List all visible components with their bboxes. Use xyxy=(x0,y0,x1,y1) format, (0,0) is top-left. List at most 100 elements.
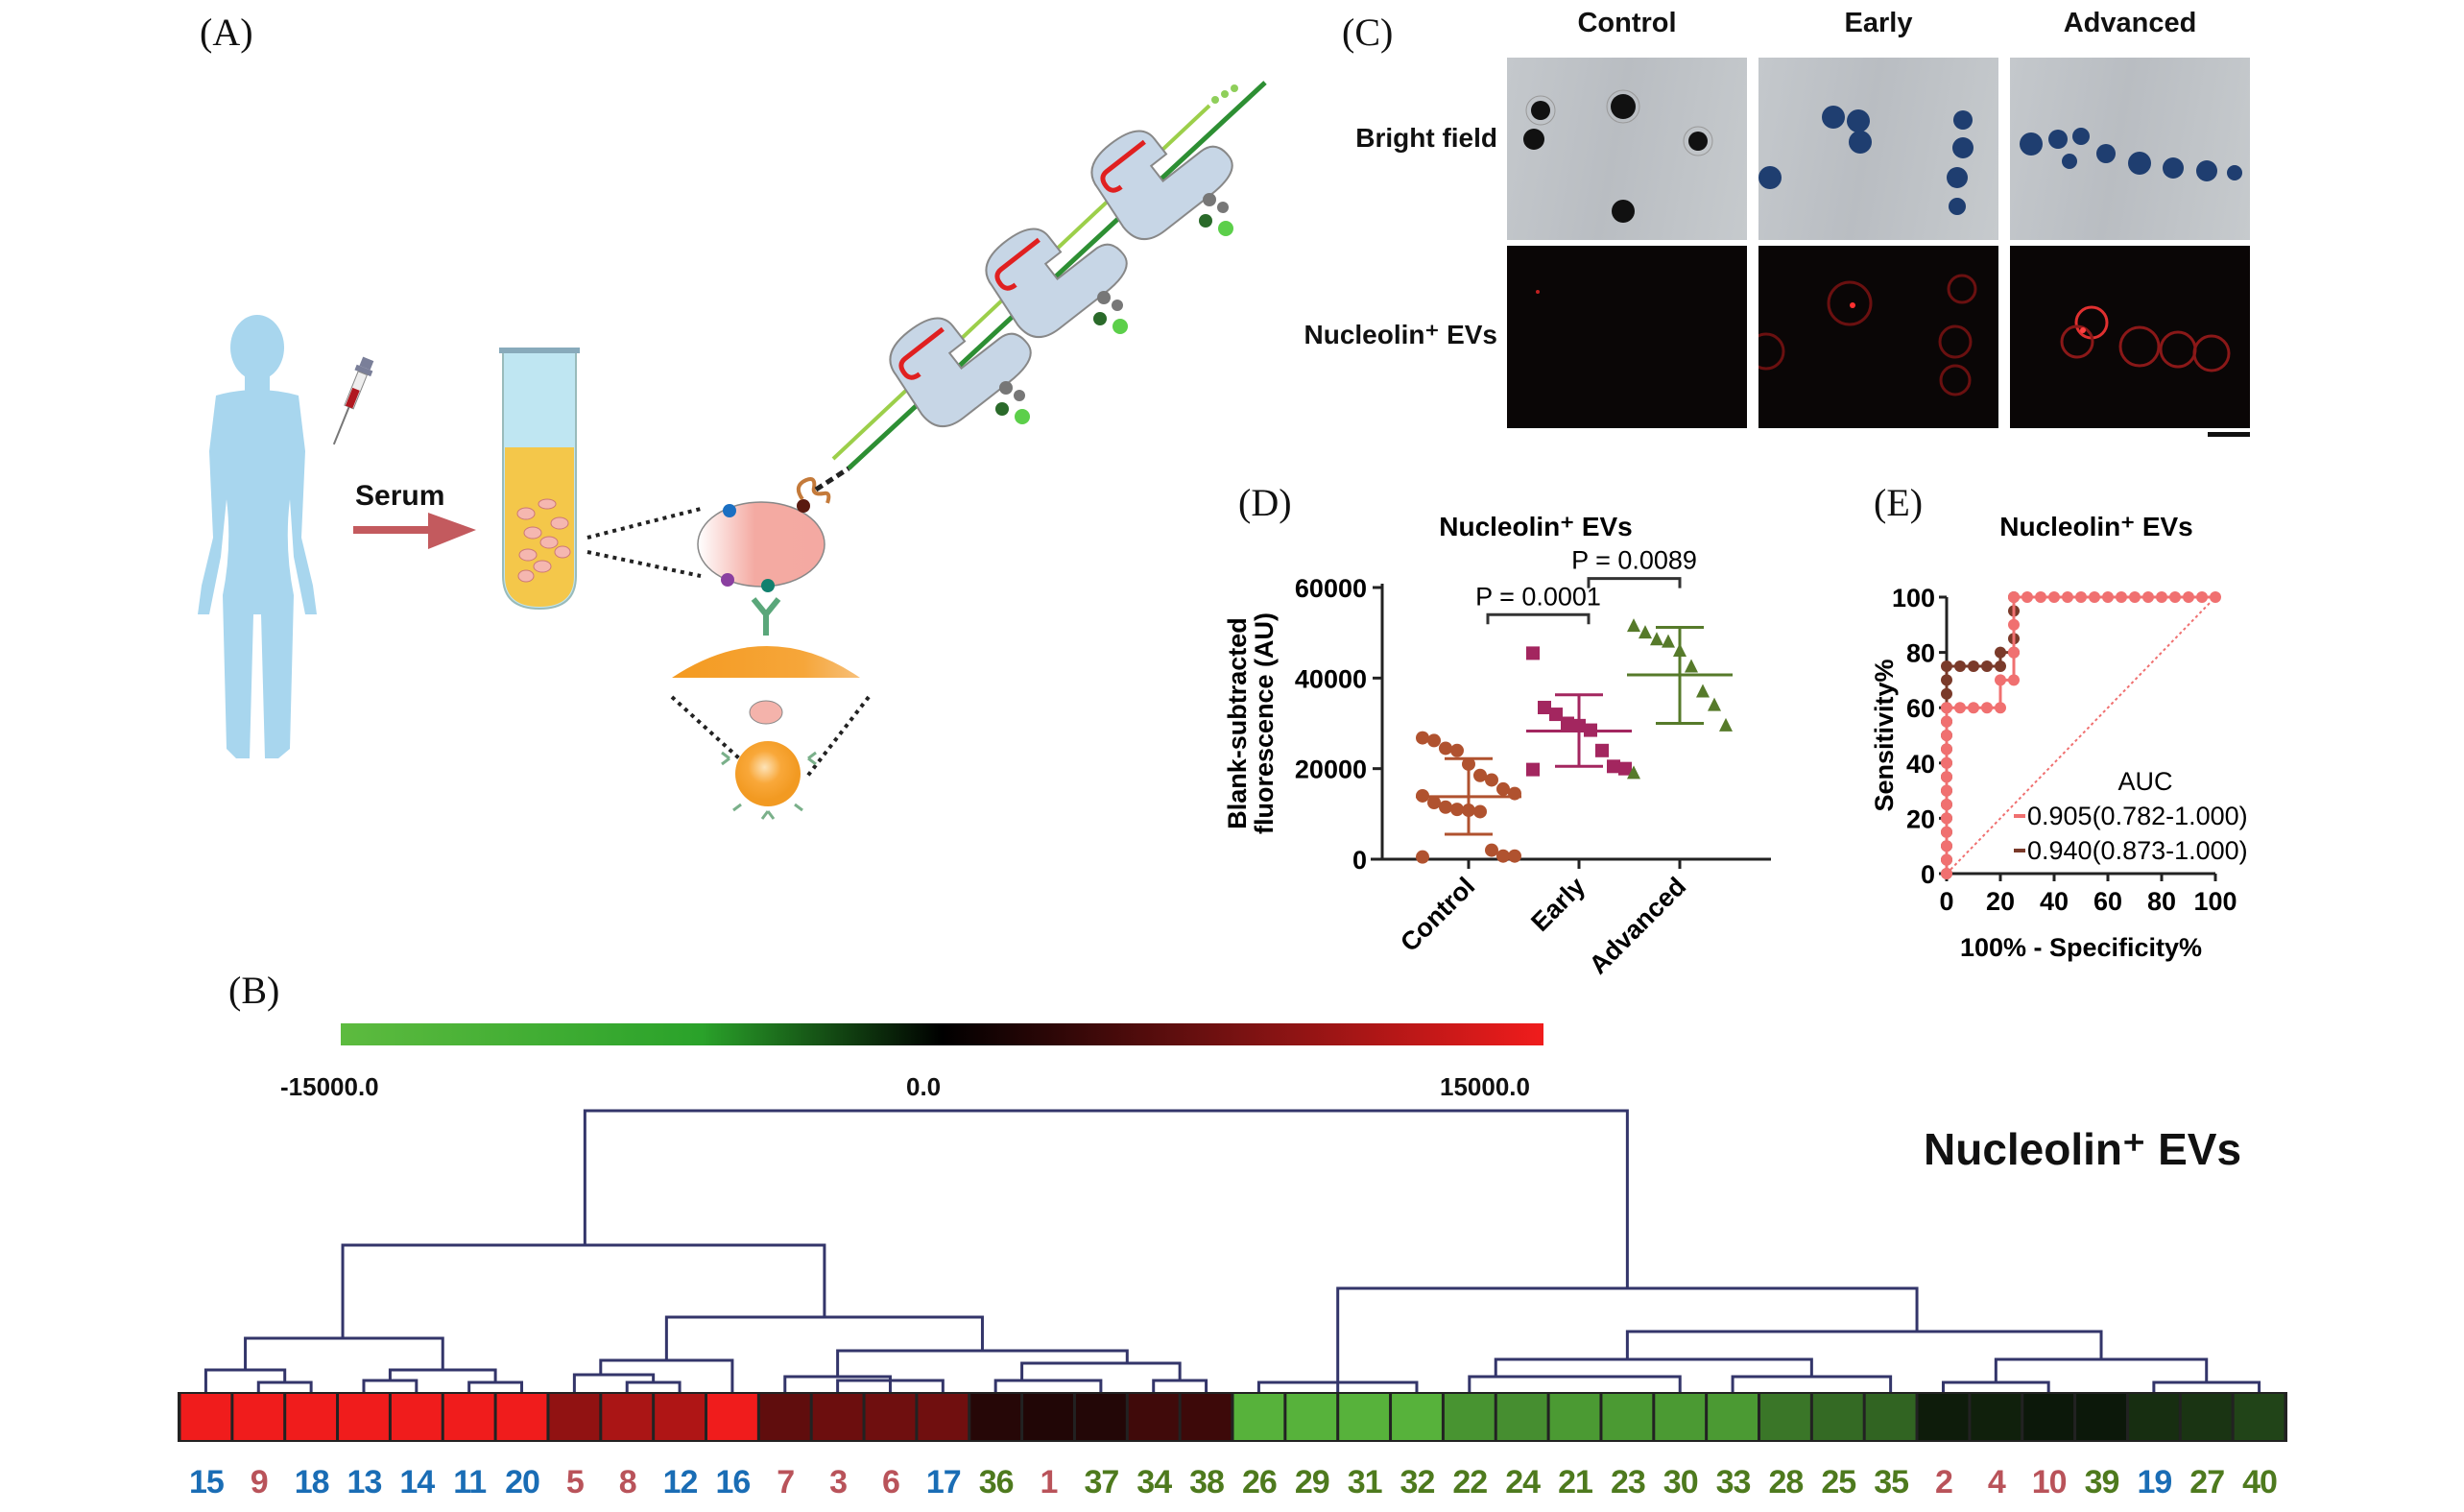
bead-dome-icon xyxy=(672,646,860,678)
y-tick-label: 60000 xyxy=(1295,574,1367,603)
heatmap-cell xyxy=(1708,1394,1758,1440)
x-tick-label: 20 xyxy=(1986,887,2015,916)
roc-point xyxy=(2008,646,2020,659)
roc-chart-e: Nucleolin⁺ EVs 0020204040606080801001001… xyxy=(1870,512,2248,962)
y-tick-label: 40000 xyxy=(1295,664,1367,693)
data-point xyxy=(1473,768,1487,782)
data-point xyxy=(1508,849,1521,863)
dendrogram-link xyxy=(1468,1375,1682,1394)
sample-label: 4 xyxy=(1987,1464,2006,1500)
heatmap-cell xyxy=(602,1394,653,1440)
legend-title: AUC xyxy=(2117,767,2172,796)
x-tick-label: 80 xyxy=(2147,887,2176,916)
sample-label: 15 xyxy=(189,1464,225,1500)
dendrogram-link xyxy=(341,1243,826,1338)
sample-label: 34 xyxy=(1136,1464,1172,1500)
reference-diagonal xyxy=(1946,596,2216,875)
heatmap-cell xyxy=(655,1394,705,1440)
micrograph-fluorescence-control xyxy=(1507,246,1747,428)
sample-label: 35 xyxy=(1874,1464,1909,1500)
syringe-icon xyxy=(332,356,374,445)
y-tick-label: 20000 xyxy=(1295,756,1367,784)
serum-arrow-label: Serum xyxy=(355,480,445,512)
sample-label: 19 xyxy=(2137,1464,2172,1500)
sample-label: 40 xyxy=(2242,1464,2278,1500)
data-point xyxy=(1719,717,1733,732)
data-point xyxy=(1416,731,1429,745)
heatmap-cell xyxy=(707,1394,757,1440)
row-label-bright-field: Bright field xyxy=(1355,123,1497,153)
sample-label: 21 xyxy=(1558,1464,1593,1500)
sample-label: 22 xyxy=(1452,1464,1488,1500)
heatmap-cell xyxy=(443,1394,494,1440)
serum-tube-icon xyxy=(499,348,580,611)
roc-point xyxy=(2156,591,2167,603)
roc-point xyxy=(1981,660,1993,672)
heatmap-cell xyxy=(1918,1394,1969,1440)
heatmap-cell xyxy=(1496,1394,1547,1440)
heatmap-cell xyxy=(1286,1394,1337,1440)
data-point xyxy=(1473,804,1487,819)
sample-label: 17 xyxy=(925,1464,962,1500)
heatmap-cell xyxy=(1233,1394,1284,1440)
data-point xyxy=(1427,796,1441,810)
scale-bar xyxy=(2208,432,2250,437)
roc-point xyxy=(2021,591,2033,603)
roc-curve xyxy=(1945,597,2016,874)
heatmap-cell xyxy=(496,1394,547,1440)
sample-label: 13 xyxy=(347,1464,383,1500)
roc-point xyxy=(1941,687,1952,700)
sample-label: 31 xyxy=(1347,1464,1383,1500)
roc-point xyxy=(1995,660,2006,672)
data-point xyxy=(1508,786,1521,801)
data-point xyxy=(1485,773,1498,787)
bead-icon xyxy=(721,700,817,820)
dendrogram-link xyxy=(1941,1380,2050,1394)
roc-point xyxy=(2075,591,2087,603)
sample-label: 9 xyxy=(250,1464,269,1500)
dendrogram-link xyxy=(836,1379,945,1394)
roc-point xyxy=(2035,591,2046,603)
x-tick-label: Advanced xyxy=(1584,872,1691,979)
y-axis-label: Sensitivity% xyxy=(1870,659,1899,811)
roc-point xyxy=(1941,756,1952,769)
data-point xyxy=(1416,850,1429,864)
y-tick-label: 60 xyxy=(1906,694,1935,723)
panel-c-label: (C) xyxy=(1342,11,1394,54)
sample-label: 10 xyxy=(2031,1464,2068,1500)
y-axis-label-line: Blank-subtracted xyxy=(1223,617,1252,829)
heatmap-cell xyxy=(1339,1394,1390,1440)
heatmap-cell xyxy=(865,1394,916,1440)
roc-point xyxy=(1941,826,1952,838)
micrograph-brightfield-early xyxy=(1758,58,1998,240)
roc-point xyxy=(2210,591,2221,603)
heatmap-cell xyxy=(1444,1394,1495,1440)
data-point xyxy=(1561,716,1574,731)
heatmap-title: Nucleolin⁺ EVs xyxy=(1924,1124,2242,1174)
p-value-label: P = 0.0001 xyxy=(1475,582,1601,611)
heatmap-cell xyxy=(2076,1394,2126,1440)
data-point xyxy=(1496,781,1510,796)
x-axis-label: 100% - Specificity% xyxy=(1960,933,2202,962)
heatmap-cell xyxy=(1865,1394,1916,1440)
heatmap-cell xyxy=(1181,1394,1232,1440)
scatter-chart-d: Nucleolin⁺ EVs Blank-subtractedfluoresce… xyxy=(1223,512,1771,979)
roc-point xyxy=(2169,591,2181,603)
heatmap-cell xyxy=(286,1394,337,1440)
ribosome-translation-icon xyxy=(814,81,1267,492)
heatmap-cell xyxy=(1549,1394,1600,1440)
heatmap-cell xyxy=(1760,1394,1810,1440)
heatmap-cell xyxy=(1128,1394,1179,1440)
y-axis-label-line: fluorescence (AU) xyxy=(1250,612,1279,834)
data-point xyxy=(1496,849,1510,863)
colorbar xyxy=(341,1023,1543,1045)
sample-label: 30 xyxy=(1663,1464,1699,1500)
column-label-advanced: Advanced xyxy=(2063,8,2197,38)
y-tick-label: 0 xyxy=(1352,846,1367,875)
x-tick-label: 40 xyxy=(2040,887,2069,916)
roc-point xyxy=(1954,660,1966,672)
dendrogram-link xyxy=(1731,1375,1893,1394)
data-point xyxy=(1650,632,1663,646)
heatmap-cell xyxy=(759,1394,810,1440)
